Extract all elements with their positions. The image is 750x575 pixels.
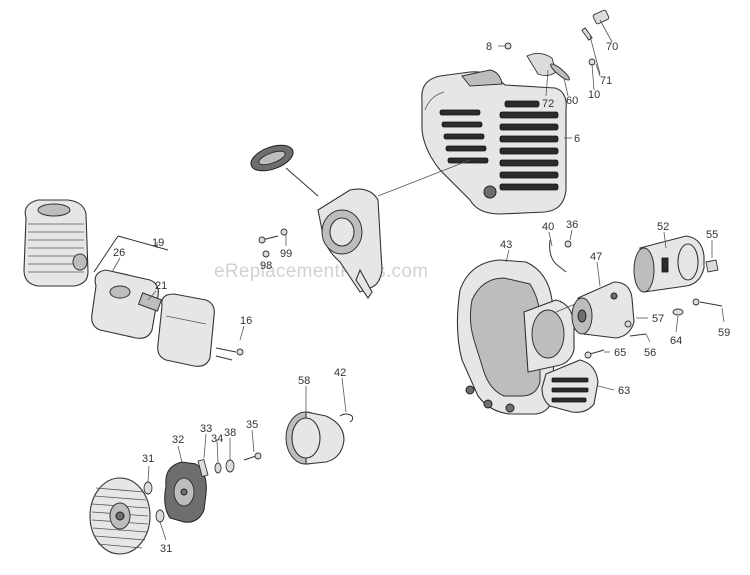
starter-bolts-parts bbox=[258, 228, 288, 258]
part-label-16: 16 bbox=[240, 315, 252, 327]
clutch-assembly-part bbox=[143, 452, 262, 523]
cylinder-part bbox=[23, 199, 89, 287]
part-label-56: 56 bbox=[644, 347, 656, 359]
part-label-31-top: 31 bbox=[142, 453, 154, 465]
fan-housing-part bbox=[456, 259, 605, 415]
cover-hardware-parts bbox=[504, 9, 610, 81]
part-label-60: 60 bbox=[566, 95, 578, 107]
part-label-98: 98 bbox=[260, 260, 272, 272]
part-label-36: 36 bbox=[566, 219, 578, 231]
tube-part bbox=[633, 235, 719, 293]
part-label-63: 63 bbox=[618, 385, 630, 397]
spring-and-screw-parts bbox=[549, 239, 572, 273]
part-label-10: 10 bbox=[588, 89, 600, 101]
part-label-38: 38 bbox=[224, 427, 236, 439]
part-label-57: 57 bbox=[652, 313, 664, 325]
tube-fastener-parts bbox=[624, 298, 723, 337]
filter-element-part bbox=[541, 359, 599, 413]
part-label-35: 35 bbox=[246, 419, 258, 431]
part-label-55: 55 bbox=[706, 229, 718, 241]
leader-lines bbox=[111, 19, 725, 541]
part-label-32: 32 bbox=[172, 434, 184, 446]
part-label-31-bottom: 31 bbox=[160, 543, 172, 555]
part-label-34: 34 bbox=[211, 433, 223, 445]
watermark-text: eReplacementParts.com bbox=[214, 261, 428, 282]
part-label-43: 43 bbox=[500, 239, 512, 251]
part-label-40: 40 bbox=[542, 221, 554, 233]
part-label-99: 99 bbox=[280, 248, 292, 260]
part-label-26: 26 bbox=[113, 247, 125, 259]
flywheel-part bbox=[89, 477, 151, 555]
part-label-21: 21 bbox=[155, 280, 167, 292]
part-label-58: 58 bbox=[298, 375, 310, 387]
engine-cover-part bbox=[421, 69, 567, 215]
part-label-19: 19 bbox=[152, 237, 164, 249]
part-label-47: 47 bbox=[590, 251, 602, 263]
muffler-assembly-part bbox=[91, 235, 244, 367]
part-label-52: 52 bbox=[657, 221, 669, 233]
screw-65-part bbox=[584, 349, 605, 359]
clutch-drum-part bbox=[285, 411, 354, 465]
part-label-71: 71 bbox=[600, 75, 612, 87]
part-label-6: 6 bbox=[574, 133, 580, 145]
part-label-33: 33 bbox=[200, 423, 212, 435]
part-label-65: 65 bbox=[614, 347, 626, 359]
part-label-64: 64 bbox=[670, 335, 682, 347]
part-label-42: 42 bbox=[334, 367, 346, 379]
recoil-starter-part bbox=[250, 144, 471, 299]
part-number-labels: 8 70 71 72 60 10 6 19 26 21 16 98 99 40 … bbox=[113, 41, 730, 555]
part-label-70: 70 bbox=[606, 41, 618, 53]
part-label-59: 59 bbox=[718, 327, 730, 339]
part-label-72: 72 bbox=[542, 98, 554, 110]
part-label-8: 8 bbox=[486, 41, 492, 53]
sleeve-part bbox=[571, 281, 635, 339]
